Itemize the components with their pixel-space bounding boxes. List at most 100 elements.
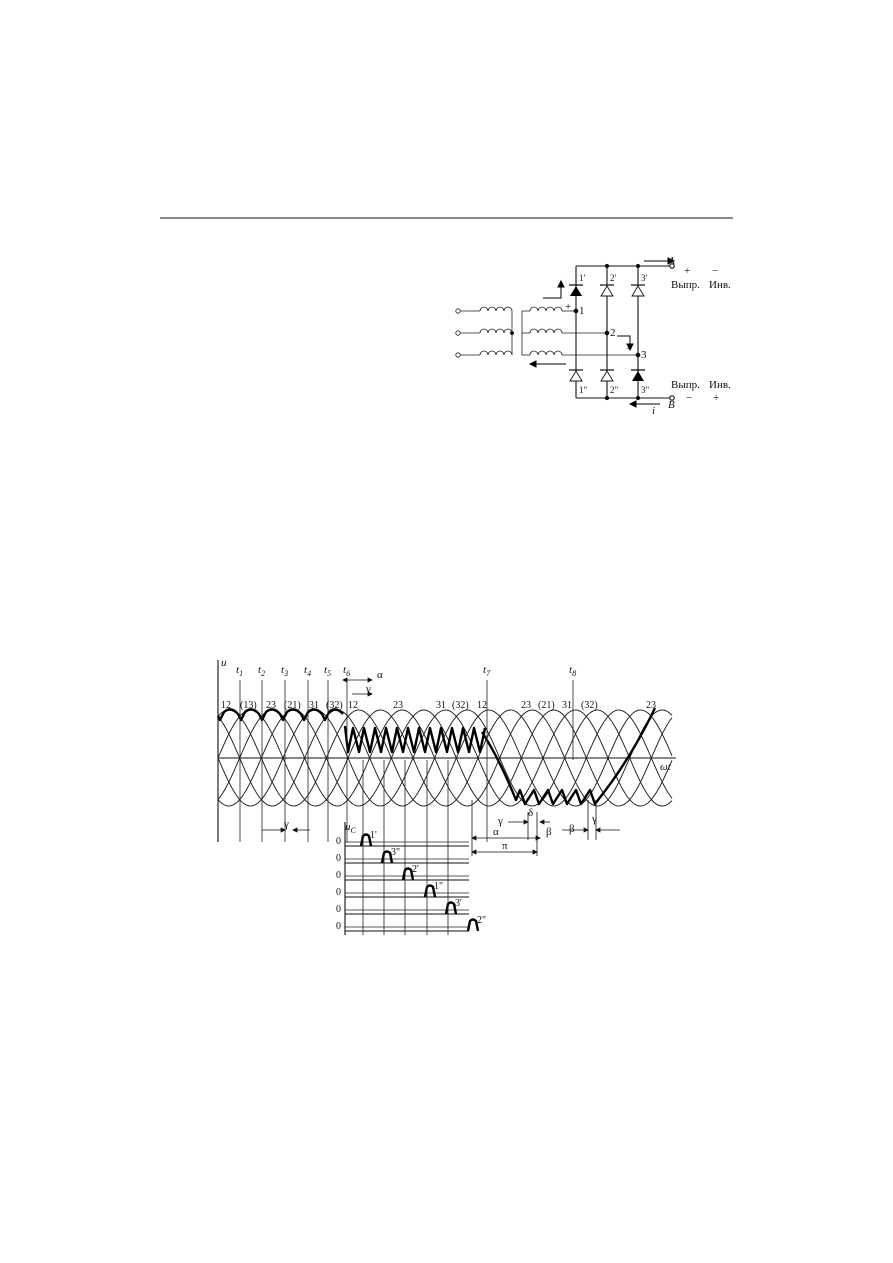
- sine-curve: [217, 709, 673, 807]
- u-axis-label: u: [221, 657, 227, 669]
- winding-plus: +: [565, 301, 571, 313]
- terminal-a-label: A: [667, 255, 675, 267]
- diode-3pp-icon: [631, 369, 645, 381]
- output-voltage-waveform: [216, 707, 657, 806]
- time-marker-sub: 7: [486, 669, 491, 678]
- time-marker-sub: 4: [307, 669, 311, 678]
- winding-minus: −: [626, 343, 632, 355]
- time-marker-label: t2: [258, 664, 265, 678]
- diode-3p-icon: [631, 284, 645, 297]
- time-marker-label: t6: [343, 664, 350, 678]
- alpha-label-bottom: α: [493, 826, 499, 838]
- current-label: i: [652, 405, 655, 417]
- bridge-busbars: [573, 263, 675, 401]
- time-marker-sub: 3: [283, 669, 288, 678]
- phase-pair-label: (32): [326, 700, 343, 711]
- primary-windings-icon: [479, 306, 514, 356]
- secondary-windings-icon: [521, 306, 638, 356]
- commutation-segment: [343, 725, 487, 754]
- node-label-3: 3: [641, 349, 647, 361]
- time-marker-label: t8: [569, 664, 576, 678]
- diode-label-1p: 1': [579, 273, 586, 283]
- beta-label-mid: β: [546, 826, 552, 838]
- pulse-label: 1': [370, 830, 377, 841]
- phase-pair-label: 23: [521, 700, 531, 711]
- wt-axis-label: ωt: [660, 761, 672, 773]
- phase-pair-label: 23: [266, 700, 276, 711]
- time-marker-sub: 5: [327, 669, 331, 678]
- time-markers: t1 t2 t3 t4 t5 t6 t7 t8: [236, 664, 576, 842]
- inverter-segment: [480, 707, 657, 806]
- pi-label: π: [502, 840, 508, 852]
- pulse-zero-label: 0: [336, 870, 341, 881]
- node-label-1: 1: [579, 305, 585, 317]
- diode-label-2p: 2': [610, 273, 617, 283]
- pulse-label: 3": [391, 847, 400, 858]
- time-marker-sub: 8: [572, 669, 576, 678]
- diode-2pp-icon: [600, 369, 614, 382]
- sine-curve: [217, 709, 673, 807]
- gate-pulse: [466, 918, 480, 932]
- phase-pair-label: (13): [240, 700, 257, 711]
- diode-label-2pp: 2": [610, 385, 619, 395]
- pulse-zero-label: 0: [336, 836, 341, 847]
- mode-rect-top: Выпр.: [671, 279, 700, 291]
- pulse-label: 1": [434, 881, 443, 892]
- pulse-zero-label: 0: [336, 904, 341, 915]
- time-marker-sub: 6: [346, 669, 350, 678]
- mode-inv-bottom: Инв.: [709, 379, 731, 391]
- pulse-label: 3': [455, 898, 462, 909]
- pulse-zero-label: 0: [336, 853, 341, 864]
- phase-pair-label: 12: [477, 700, 487, 711]
- inv-plus-bottom: +: [713, 392, 719, 404]
- terminal-b-label: B: [668, 399, 675, 411]
- pulse-zero-label: 0: [336, 887, 341, 898]
- phase-pair-label: (32): [452, 700, 469, 711]
- phase-pair-label: 31: [436, 700, 446, 711]
- time-marker-label: t4: [304, 664, 311, 678]
- mode-rect-bottom: Выпр.: [671, 379, 700, 391]
- diode-2p-icon: [600, 284, 614, 297]
- time-marker-sub: 1: [239, 669, 243, 678]
- sine-curve: [217, 709, 673, 807]
- pulse-label: 2": [477, 915, 486, 926]
- rect-minus-bottom: −: [686, 392, 692, 404]
- gamma-label-left: γ: [283, 818, 289, 830]
- angle-annotations: [262, 677, 620, 856]
- rectifier-circuit: A B i + − Выпр. Инв. Выпр. Инв. − + + − …: [455, 255, 731, 417]
- time-marker-label: t7: [483, 664, 491, 678]
- phase-pair-label: 31: [562, 700, 572, 711]
- phase-pair-label: 12: [221, 700, 231, 711]
- control-pulses: uC 0 1' 0 3" 0 2' 0 1" 0 3' 0 2": [336, 760, 486, 935]
- diode-label-3pp: 3": [641, 385, 650, 395]
- time-marker-label: t5: [324, 664, 331, 678]
- uc-label: uC: [345, 821, 357, 835]
- input-terminals: [455, 308, 480, 358]
- diode-label-3p: 3': [641, 273, 648, 283]
- gamma-label-far-right: γ: [591, 813, 597, 825]
- phase-pair-label: 31: [309, 700, 319, 711]
- phase-pair-label: (21): [538, 700, 555, 711]
- phase-pair-label: 12: [348, 700, 358, 711]
- time-marker-label: t3: [281, 664, 288, 678]
- current-arrows: [528, 257, 676, 408]
- inv-minus-top: −: [712, 265, 718, 277]
- gamma-label-top: γ: [365, 683, 371, 695]
- diode-label-1pp: 1": [579, 385, 588, 395]
- alpha-label-top: α: [377, 669, 383, 681]
- gamma-label-right: γ: [497, 815, 503, 827]
- phase-sine-curves: [217, 709, 673, 807]
- rect-plus-top: +: [684, 265, 690, 277]
- node-label-2: 2: [610, 327, 616, 339]
- phase-pair-label: 23: [646, 700, 656, 711]
- mode-inv-top: Инв.: [709, 279, 731, 291]
- phase-pair-label: (21): [284, 700, 301, 711]
- pulse-zero-label: 0: [336, 921, 341, 932]
- pulse-label: 2': [412, 864, 419, 875]
- time-marker-label: t1: [236, 664, 243, 678]
- beta-label-right: β: [569, 823, 575, 835]
- rectified-segment: [216, 708, 344, 722]
